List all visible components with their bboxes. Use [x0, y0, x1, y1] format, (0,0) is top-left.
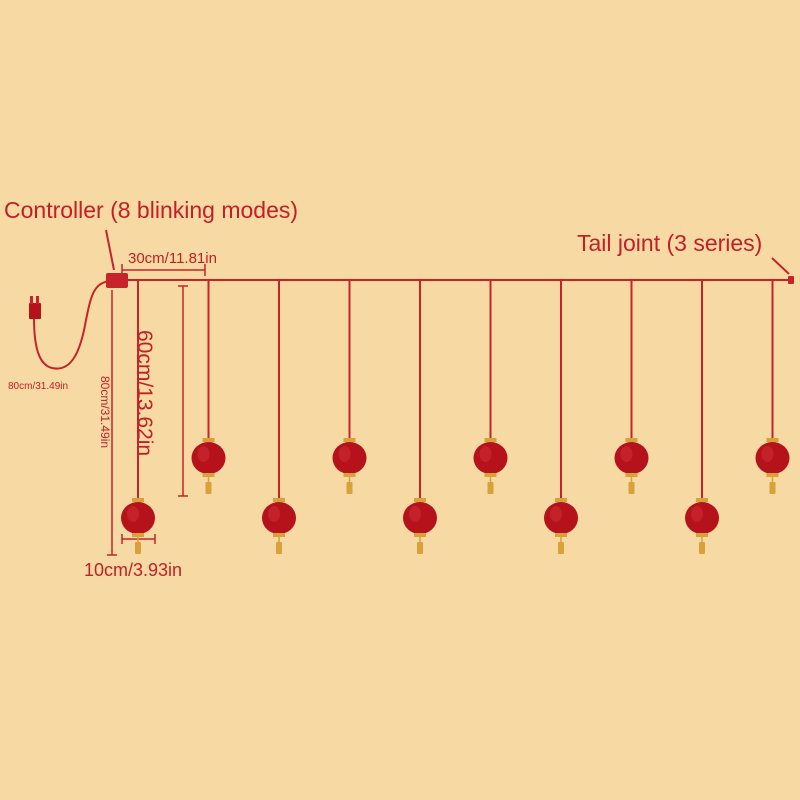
lantern-group — [121, 281, 790, 554]
usb-plug-icon — [29, 296, 41, 319]
chinese-lantern-icon — [614, 281, 649, 494]
drop-long-dimension — [107, 290, 117, 556]
lantern-width-label: 10cm/3.93in — [84, 560, 183, 580]
spacing-dimension — [121, 264, 206, 276]
chinese-lantern-icon — [332, 281, 367, 494]
chinese-lantern-icon — [544, 281, 578, 554]
chinese-lantern-icon — [685, 281, 719, 554]
chinese-lantern-icon — [403, 281, 437, 554]
chinese-lantern-icon — [755, 281, 790, 494]
spacing-label: 30cm/11.81in — [128, 250, 217, 267]
chinese-lantern-icon — [262, 281, 296, 554]
drop-short-dimension — [178, 285, 188, 497]
chinese-lantern-icon — [191, 281, 226, 494]
chinese-lantern-icon — [121, 281, 155, 554]
tail-joint-label: Tail joint (3 series) — [577, 230, 763, 256]
tail-connector-icon — [788, 276, 794, 284]
controller-box-icon — [106, 273, 128, 288]
controller-pointer — [105, 229, 115, 271]
tail-pointer — [771, 257, 790, 275]
lead-cable — [33, 279, 116, 370]
drop-long-label: 80cm/31.49in — [98, 376, 112, 449]
chinese-lantern-icon — [473, 281, 508, 494]
lead-cable-label: 80cm/31.49in — [8, 381, 69, 392]
drop-short-label: 60cm/13.62in — [133, 330, 156, 457]
controller-label: Controller (8 blinking modes) — [4, 197, 299, 223]
